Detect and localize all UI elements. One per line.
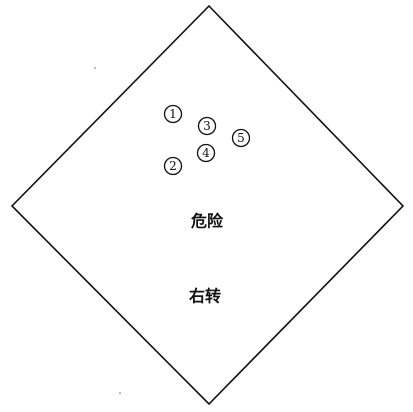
marker-1: 1 <box>163 104 183 124</box>
scan-speck <box>94 67 96 69</box>
marker-circle <box>197 116 217 136</box>
marker-circle <box>196 143 216 163</box>
marker-number: 1 <box>169 107 177 121</box>
marker-number: 5 <box>237 131 245 145</box>
marker-number: 2 <box>169 159 177 173</box>
scan-speck <box>119 392 121 394</box>
marker-circle <box>163 156 183 176</box>
sign-turn-text: 右转 <box>189 287 221 306</box>
marker-4: 4 <box>196 143 216 163</box>
marker-number: 4 <box>202 146 210 160</box>
marker-2: 2 <box>163 156 183 176</box>
marker-circle <box>231 128 251 148</box>
diamond-sign-outline <box>10 4 405 406</box>
marker-circle <box>163 104 183 124</box>
marker-number: 3 <box>203 119 211 133</box>
marker-3: 3 <box>197 116 217 136</box>
marker-5: 5 <box>231 128 251 148</box>
sign-warning-text: 危险 <box>191 212 224 231</box>
